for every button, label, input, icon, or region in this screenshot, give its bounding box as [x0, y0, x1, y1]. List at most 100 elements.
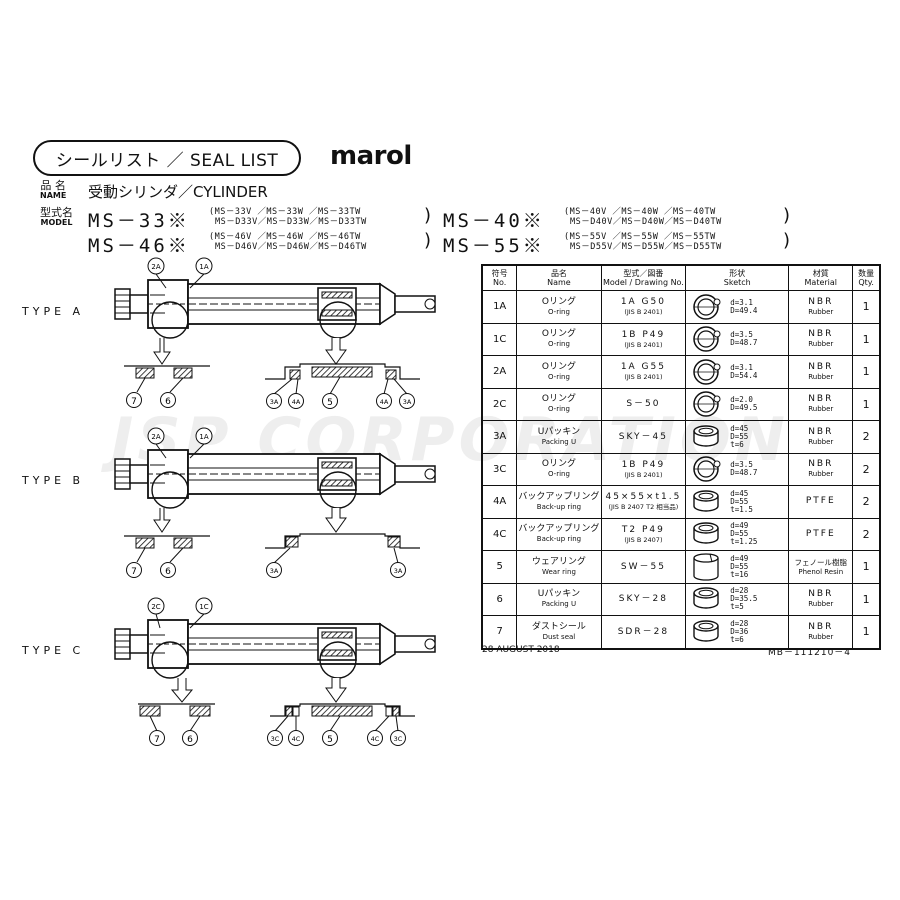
material-en: Rubber [808, 372, 834, 381]
name-en: O-ring [547, 470, 570, 479]
cell-model: 1A G50(JIS B 2401) [600, 290, 687, 324]
part-4c: 4C [292, 735, 301, 743]
dimension-value: D=49.4 [730, 305, 758, 315]
part-3a: 3A [403, 398, 412, 406]
name-jp: Oリング [541, 459, 576, 470]
material-en: Rubber [808, 340, 834, 349]
dimension-value: d=28 [730, 618, 749, 628]
material-en: Rubber [808, 405, 834, 414]
type-a-label: TYPE A [22, 305, 85, 318]
cell-qty: 2 [852, 485, 881, 519]
dimension-value: D=49.5 [730, 403, 758, 413]
dimension-value: D=55 [730, 496, 749, 506]
material-value: PTFE [805, 528, 836, 539]
cell-qty: 2 [852, 517, 881, 551]
name-jp: Oリング [541, 361, 576, 372]
cell-no: 2A [481, 355, 518, 389]
model-code-2: MS－40※ [443, 210, 545, 232]
name-en: O-ring [547, 340, 570, 349]
oring-sketch-icon [693, 294, 721, 320]
callout-2a: 2A [151, 433, 160, 441]
cell-model: SDR－28 [600, 615, 687, 649]
cell-model: SKY－45 [600, 420, 687, 454]
drawing-no: (JIS B 2401) [624, 373, 663, 382]
part-3a: 3A [394, 567, 403, 575]
dimension-value: t=6 [730, 439, 744, 449]
drawing-no: (JIS B 2401) [624, 340, 663, 349]
cell-qty: 2 [852, 420, 881, 454]
type-b-drawing: 2A 1A 7 6 3A 3A [114, 427, 436, 578]
name-en: Dust seal [542, 632, 576, 641]
part-7: 7 [154, 735, 160, 745]
cell-no: 3A [481, 420, 518, 454]
part-7: 7 [131, 567, 137, 577]
name-jp: ウェアリング [531, 556, 586, 567]
material-value: NBR [808, 394, 834, 405]
part-5: 5 [327, 398, 333, 408]
part-6: 6 [165, 397, 171, 407]
cell-no: 6 [481, 582, 518, 616]
ring-sketch-icon [693, 522, 719, 544]
cell-model: 45×55×t1.5(JIS B 2407 T2 相当品) [600, 485, 687, 519]
cell-qty: 1 [852, 582, 881, 616]
name-jp: バックアップリング [518, 491, 600, 502]
cell-qty: 2 [852, 452, 881, 486]
cell-no: 7 [481, 615, 518, 649]
model-variants-4: (MS－55V ／MS－55W ／MS－55TW MS－D55V／MS－D55W… [564, 232, 722, 252]
cell-model: S－50 [600, 387, 687, 421]
name-jp: Uパッキン [537, 589, 581, 600]
close-paren: ) [424, 205, 432, 226]
cell-no: 3C [481, 452, 518, 486]
part-6: 6 [187, 735, 193, 745]
part-3a: 3A [270, 398, 279, 406]
footer-doc-no: MB－111210－4 [768, 648, 852, 658]
model-variants-1: (MS－33V ／MS－33W ／MS－33TW MS－D33V／MS－D33W… [209, 207, 367, 227]
model-value: SW－55 [620, 561, 666, 572]
name-en: Packing U [541, 437, 577, 446]
ring-sketch-icon [693, 490, 719, 512]
dimension-value: D=54.4 [730, 370, 758, 380]
part-4a: 4A [292, 398, 301, 406]
cell-model: SW－55 [600, 550, 687, 584]
model-value: 1B P49 [621, 329, 666, 340]
part-4a: 4A [380, 398, 389, 406]
drawing-no: (JIS B 2407) [624, 535, 663, 544]
model-variant-line: MS－D46V／MS－D46W／MS－D46TW [215, 242, 367, 252]
name-jp: Oリング [541, 394, 576, 405]
name-value: 受動シリンダ／CYLINDER [88, 183, 268, 201]
part-3c: 3C [394, 735, 403, 743]
model-value: 45×55×t1.5 [605, 492, 682, 503]
dimension-value: t=16 [730, 569, 749, 579]
callout-2c: 2C [151, 603, 160, 611]
dimension-value: d=3.1 [730, 362, 753, 372]
seal-list-title: シールリスト ／ SEAL LIST [33, 140, 301, 176]
name-en: O-ring [547, 307, 570, 316]
